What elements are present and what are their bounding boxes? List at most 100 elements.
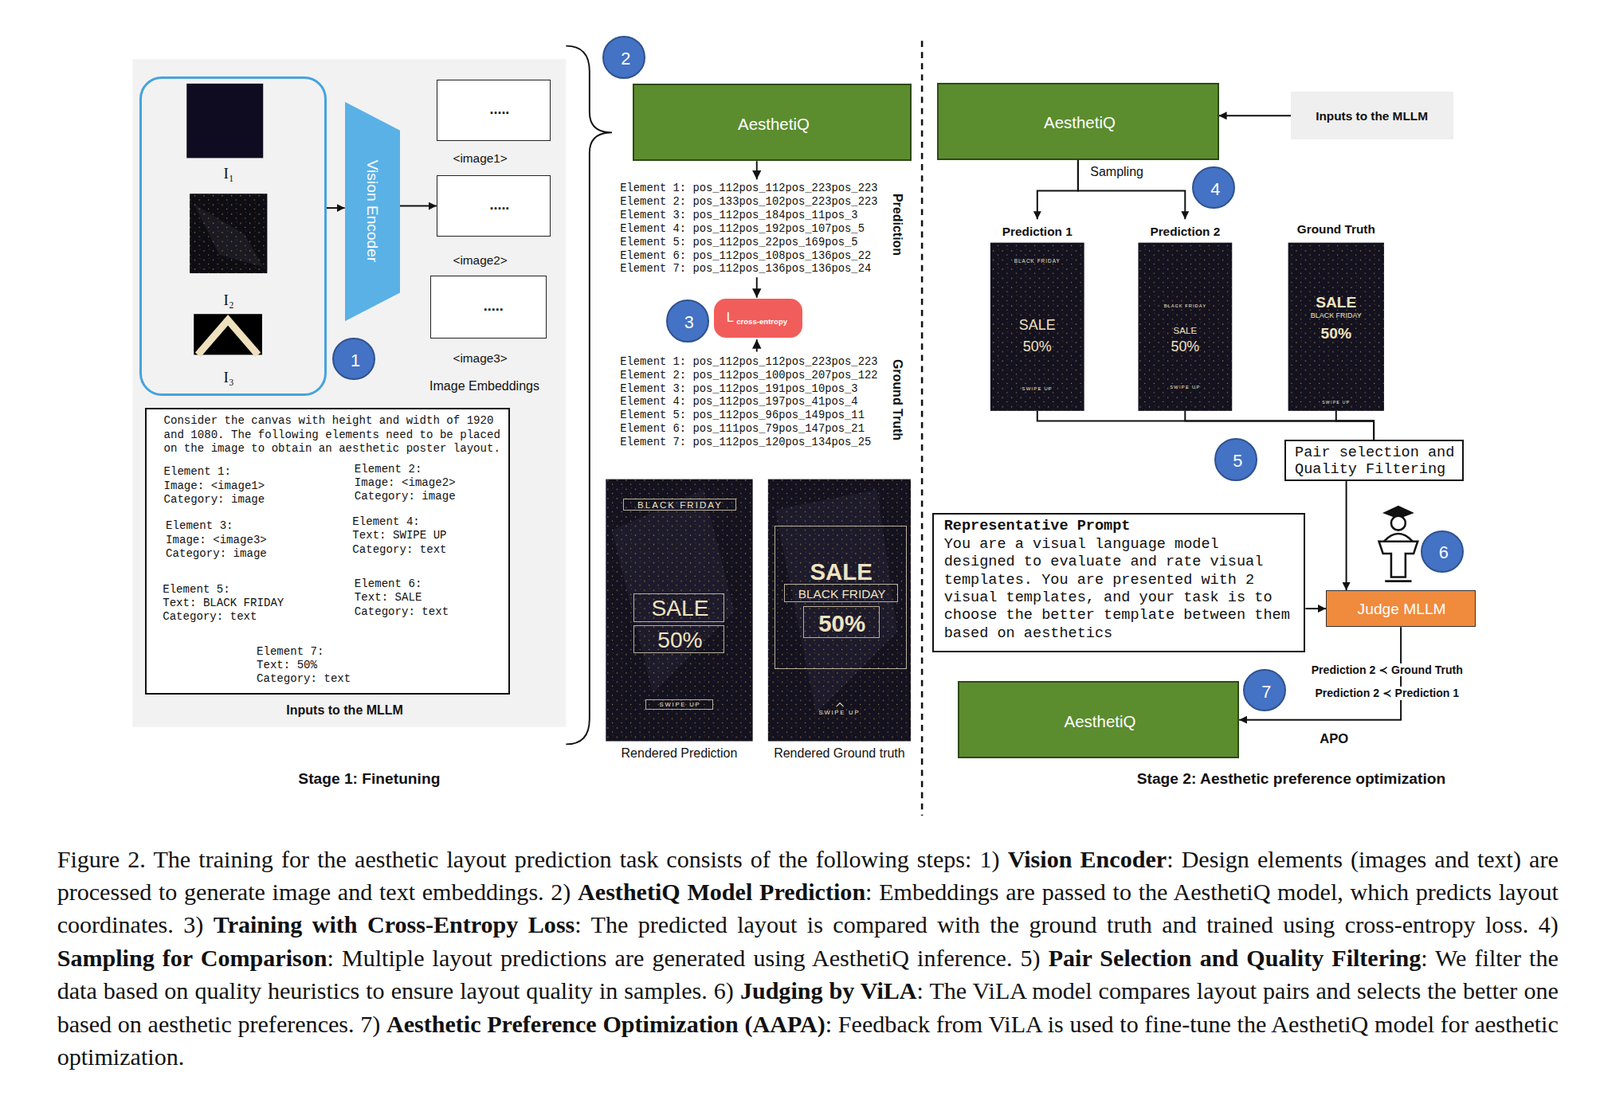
- annotation-label: Sampling: [1090, 164, 1144, 180]
- input-image: [186, 83, 263, 158]
- text-label: Element 4: Text: SWIPE UP Category: text: [352, 515, 447, 557]
- text-line: Category: text: [354, 605, 449, 620]
- connector: [1305, 607, 1326, 610]
- connector: [1078, 160, 1185, 220]
- caption-bold: Sampling for Comparison: [57, 945, 328, 973]
- annotation-label: Ground Truth: [890, 359, 905, 441]
- text-line: Element 4:: [352, 515, 447, 530]
- text-label: Ground Truth: [1297, 222, 1376, 237]
- callout-number: 2: [602, 35, 646, 79]
- encoder-block: Vision Encoder: [345, 101, 400, 322]
- text-line: Element 2:: [354, 462, 456, 477]
- caption-bold: AesthetiQ Model Prediction: [577, 878, 866, 906]
- annotation-label: Prediction 2 ≺ Prediction 1: [1312, 686, 1462, 700]
- text-line: Category: image: [354, 490, 456, 504]
- sample-poster: Prediction 2BLACK FRIDAYSALE50%SWIPE UP: [1137, 219, 1232, 412]
- embedding-box: .....<image1>: [436, 79, 551, 142]
- text-label: Element 7: Text: 50% Category: text: [256, 645, 351, 687]
- model-box: AesthetiQ: [937, 82, 1219, 161]
- text-line: Category: text: [162, 610, 284, 624]
- image-texture: [189, 193, 267, 274]
- text-label: AesthetiQ: [1043, 113, 1116, 134]
- text-label: 2: [620, 48, 631, 69]
- poster-element: SALE: [633, 593, 725, 623]
- annotation-label: Inputs to the MLLM: [286, 703, 404, 718]
- stage-divider: [921, 40, 924, 816]
- text-label: Prediction 2: [1149, 224, 1220, 240]
- annotation-label: Element 4: pos_112pos_197pos_41pos_4: [619, 396, 858, 409]
- text-line: Category: text: [352, 543, 447, 557]
- embedding-box: .....<image2>: [436, 175, 551, 237]
- text-label: BLACK FRIDAY: [1014, 258, 1061, 264]
- model-box: AesthetiQ: [632, 83, 913, 161]
- trapezoid-fill: [345, 101, 400, 322]
- chevron-shape: [197, 320, 259, 356]
- annotation-label: Element 2: pos_133pos_102pos_223pos_223: [619, 196, 878, 209]
- text-label: 50%: [818, 610, 866, 638]
- text-label: SALE: [1173, 325, 1197, 337]
- text-label: 7: [1261, 682, 1271, 702]
- annotation-label: Element 5: pos_112pos_22pos_169pos_5: [619, 236, 858, 250]
- text-label: L: [726, 310, 734, 326]
- text-label: Inputs to the MLLM: [1315, 109, 1428, 124]
- callout-number: 3: [666, 299, 710, 343]
- callout-number: 6: [1420, 530, 1464, 574]
- text-label: 3: [684, 313, 695, 334]
- connector: [1219, 114, 1292, 117]
- stage-panel: [132, 58, 566, 727]
- sample-poster: Ground TruthSALEBLACK FRIDAY50%SWIPE UP: [1288, 219, 1385, 412]
- callout-number: 5: [1214, 438, 1258, 482]
- model-box: AesthetiQ: [957, 681, 1240, 759]
- poster-element: 50%: [803, 606, 880, 639]
- text-label: 4: [1210, 179, 1220, 200]
- poster-element: BLACK FRIDAY: [623, 498, 737, 511]
- text-line: Element 3:: [165, 519, 267, 534]
- connector: [1037, 160, 1079, 220]
- text-line: Text: SALE: [354, 591, 449, 605]
- connector: [400, 205, 437, 208]
- judge-box: Judge MLLM: [1325, 590, 1476, 628]
- caption-bold: Judging by ViLA: [740, 977, 918, 1005]
- text-label: 5: [1232, 451, 1243, 472]
- annotation-label: Element 6: pos_112pos_108pos_136pos_22: [619, 250, 871, 263]
- connector: [326, 207, 346, 209]
- text-line: Category: image: [165, 547, 267, 561]
- text-line: Category: image: [164, 493, 266, 507]
- judge-icon: [1379, 506, 1419, 581]
- callout-number: 1: [332, 337, 376, 381]
- text-label: Consider the canvas with height and widt…: [164, 414, 508, 456]
- figure-caption: Figure 2. The training for the aesthetic…: [57, 843, 1559, 1075]
- text-label: AesthetiQ: [737, 114, 810, 134]
- poster-element: SALEBLACK FRIDAY50%: [774, 525, 907, 669]
- text-label: SWIPE UP: [1022, 385, 1053, 392]
- text-label: I₂: [223, 291, 235, 310]
- text-label: <image2>: [452, 254, 507, 269]
- annotation-label: Stage 1: Finetuning: [298, 770, 440, 789]
- connector: [1184, 411, 1374, 440]
- text-label: SALE: [1019, 317, 1056, 334]
- text-label: Representative Prompt: [944, 517, 1131, 535]
- text-label: Prediction 1: [1002, 224, 1073, 240]
- text-label: I₃: [223, 368, 235, 387]
- curly-brace: [565, 46, 612, 746]
- text-line: Text: SWIPE UP: [352, 529, 447, 543]
- text-label: Rendered Ground truth: [773, 746, 906, 761]
- text-label: Vision Encoder: [363, 160, 381, 263]
- text-label: <image1>: [452, 152, 507, 167]
- text-label: .....: [489, 100, 510, 118]
- text-label: SWIPE UP: [1169, 384, 1200, 391]
- text-label: BLACK FRIDAY: [798, 587, 887, 602]
- annotation-label: Stage 2: Aesthetic preference optimizati…: [1137, 770, 1446, 789]
- text-label: Rendered Prediction: [621, 746, 738, 761]
- annotation-label: Element 7: pos_112pos_120pos_134pos_25: [619, 436, 871, 450]
- rendered-poster: Rendered PredictionBLACK FRIDAYSALE50%SW…: [605, 479, 753, 763]
- text-label: SWIPE UP: [1321, 400, 1350, 406]
- text-label: cross-entropy: [736, 317, 788, 326]
- text-label: .....: [483, 297, 504, 314]
- text-label: SWIPE UP: [659, 701, 702, 710]
- annotation-label: Element 5: pos_112pos_96pos_149pos_11: [619, 409, 865, 423]
- text-label: Element 3: Image: <image3> Category: ima…: [165, 519, 267, 561]
- edge-label: APO: [1317, 731, 1351, 747]
- text-label: Element 2: Image: <image2> Category: ima…: [354, 462, 456, 505]
- annotation-label: Image Embeddings: [429, 379, 540, 394]
